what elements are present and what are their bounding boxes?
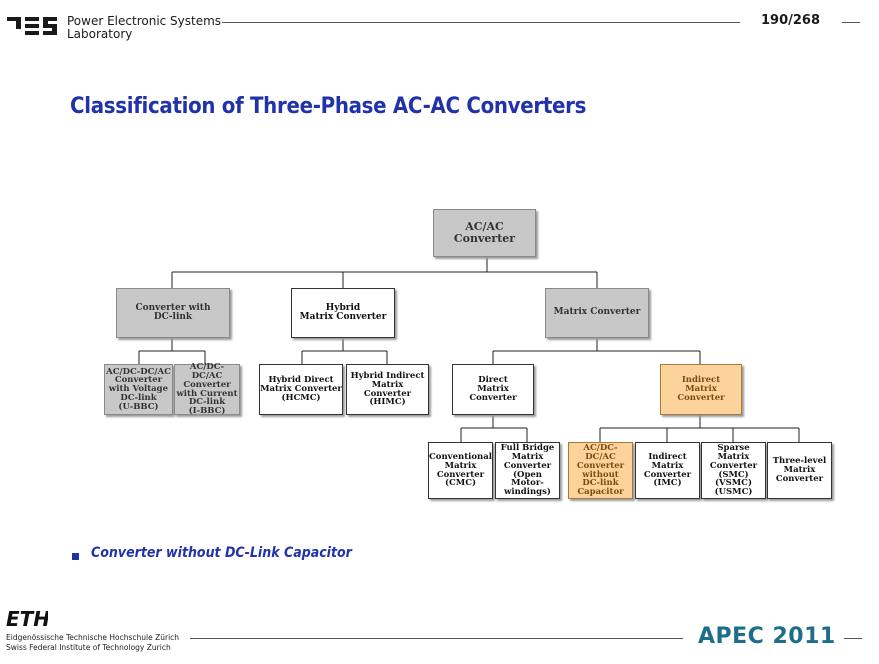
node-direct-matrix-converter: Direct Matrix Converter xyxy=(452,364,534,415)
eth-subtitle: Eidgenössische Technische Hochschule Zür… xyxy=(6,633,179,653)
slide-title: Classification of Three-Phase AC-AC Conv… xyxy=(70,94,587,119)
header-rule xyxy=(222,22,740,23)
node-indirect-matrix-converter: Indirect Matrix Converter xyxy=(660,364,742,415)
node-ac-ac-converter: AC/AC Converter xyxy=(433,209,536,257)
eth-logo-text: ETH xyxy=(6,609,48,629)
lab-name-line1: Power Electronic Systems xyxy=(67,14,222,28)
eth-logo: ETH xyxy=(6,607,50,633)
node-converter-with-dc-link: Converter with DC-link xyxy=(116,288,230,338)
node-imc: Indirect Matrix Converter (IMC) xyxy=(635,442,700,499)
node-hcmc: Hybrid Direct Matrix Converter (HCMC) xyxy=(259,364,343,415)
node-smc: Sparse Matrix Converter (SMC) (VSMC) (US… xyxy=(701,442,766,499)
bullet-text: Converter without DC-Link Capacitor xyxy=(91,545,352,561)
node-cmc: Conventional Matrix Converter (CMC) xyxy=(428,442,493,499)
apec-logo: APEC 2011 xyxy=(698,624,836,649)
page-number: 190/268 xyxy=(761,13,821,28)
header-dash xyxy=(842,22,860,23)
pes-logo xyxy=(7,15,59,41)
bullet-square-icon xyxy=(72,553,79,560)
node-u-bbc: AC/DC-DC/AC Converter with Voltage DC-li… xyxy=(104,364,173,415)
lab-name-line2: Laboratory xyxy=(67,27,133,41)
node-matrix-converter: Matrix Converter xyxy=(545,288,649,338)
node-hybrid-matrix-converter: Hybrid Matrix Converter xyxy=(291,288,395,338)
footer-dash xyxy=(844,638,862,639)
node-full-bridge: Full Bridge Matrix Converter (Open Motor… xyxy=(495,442,560,499)
node-himc: Hybrid Indirect Matrix Converter (HIMC) xyxy=(346,364,429,415)
node-without-dc-link-capacitor: AC/DC- DC/AC Converter without DC-link C… xyxy=(568,442,633,499)
eth-line1: Eidgenössische Technische Hochschule Zür… xyxy=(6,633,180,642)
footer-rule xyxy=(190,638,683,639)
node-i-bbc: AC/DC-DC/AC Converter with Current DC-li… xyxy=(174,363,240,415)
node-three-level: Three-level Matrix Converter xyxy=(767,442,832,499)
eth-line2: Swiss Federal Institute of Technology Zu… xyxy=(6,643,171,652)
lab-name: Power Electronic Systems Laboratory xyxy=(67,15,221,41)
